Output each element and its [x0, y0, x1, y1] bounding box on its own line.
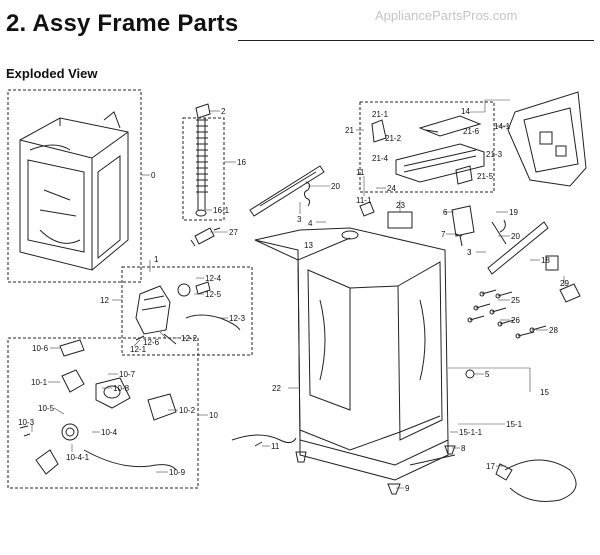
callout-label: 10-1 — [31, 378, 48, 387]
callout-label: 15-1 — [506, 420, 523, 429]
callout-label: 15-1-1 — [459, 428, 483, 437]
callout-label: 15 — [540, 388, 549, 397]
callout-label: 2 — [221, 107, 226, 116]
callout-label: 10-7 — [119, 370, 136, 379]
callout-label: 10-5 — [38, 404, 55, 413]
callout-label: 12-3 — [229, 314, 246, 323]
callout-label: 14 — [461, 107, 470, 116]
callout-label: 21-3 — [486, 150, 503, 159]
callout-label: 9 — [405, 484, 410, 493]
callout-label: 5 — [485, 370, 490, 379]
callout-label: 21-6 — [463, 127, 480, 136]
callout-label: 27 — [229, 228, 238, 237]
cabinet-drawing — [19, 111, 129, 271]
callout-label: 16 — [237, 158, 246, 167]
callout-label: 12-6 — [143, 338, 160, 347]
callout-label: 10-3 — [18, 418, 35, 427]
page-title: 2. Assy Frame Parts — [6, 10, 239, 37]
inlet-hose — [197, 118, 206, 210]
callout-label: 1 — [154, 255, 159, 264]
callout-label: 21 — [345, 126, 354, 135]
callout-label: 21-5 — [477, 172, 494, 181]
group-box-valve — [121, 266, 253, 356]
callout-label: 10-8 — [113, 384, 130, 393]
callout-label: 10-2 — [179, 406, 196, 415]
callout-label: 20 — [511, 232, 520, 241]
callout-label: 23 — [396, 201, 405, 210]
callout-label: 7 — [441, 230, 446, 239]
callout-label: 19 — [509, 208, 518, 217]
callout-label: 11 — [356, 168, 365, 177]
callout-label: 25 — [511, 296, 520, 305]
main-frame — [254, 227, 449, 466]
top-rail — [249, 165, 325, 217]
callout-labels: 0 2 16 16-1 27 3 4 20 11 11-1 24 23 6 7 … — [18, 107, 569, 493]
callout-label: 12-5 — [205, 290, 222, 299]
callout-label: 21-2 — [385, 134, 402, 143]
top-lid — [507, 91, 587, 187]
group-box-dispenser — [359, 101, 495, 193]
callout-label: 11-1 — [356, 196, 372, 205]
callout-label: 17 — [486, 462, 495, 471]
section-subtitle: Exploded View — [6, 66, 98, 81]
callout-label: 26 — [511, 316, 520, 325]
group-box-hose — [182, 117, 225, 221]
callout-label: 12-2 — [181, 334, 198, 343]
callout-label: 13 — [304, 241, 313, 250]
callout-label: 11 — [271, 442, 280, 451]
callout-label: 21-4 — [372, 154, 389, 163]
callout-label: 14-1 — [494, 122, 511, 131]
callout-label: 24 — [387, 184, 396, 193]
callout-label: 10 — [209, 411, 218, 420]
callout-label: 18 — [541, 256, 550, 265]
callout-label: 12-4 — [205, 274, 222, 283]
callout-label: 6 — [443, 208, 448, 217]
callout-label: 10-9 — [169, 468, 186, 477]
callout-label: 12-1 — [130, 345, 147, 354]
callout-label: 20 — [331, 182, 340, 191]
callout-label: 3 — [297, 215, 302, 224]
watermark: AppliancePartsPros.com — [375, 8, 518, 23]
callout-label: 0 — [151, 171, 156, 180]
callout-label: 10-4-1 — [66, 453, 90, 462]
group-box-cabinet — [7, 89, 142, 283]
callout-label: 21-1 — [372, 110, 389, 119]
group-box-pump — [7, 337, 199, 489]
callout-label: 12 — [100, 296, 109, 305]
callout-label: 29 — [560, 279, 569, 288]
callout-label: 28 — [549, 326, 558, 335]
callout-label: 4 — [308, 219, 313, 228]
callout-label: 16-1 — [213, 206, 230, 215]
callout-label: 3 — [467, 248, 472, 257]
callout-label: 10-4 — [101, 428, 118, 437]
callout-label: 22 — [272, 384, 281, 393]
callout-label: 10-6 — [32, 344, 49, 353]
callout-label: 8 — [461, 444, 466, 453]
title-underline — [238, 40, 594, 41]
